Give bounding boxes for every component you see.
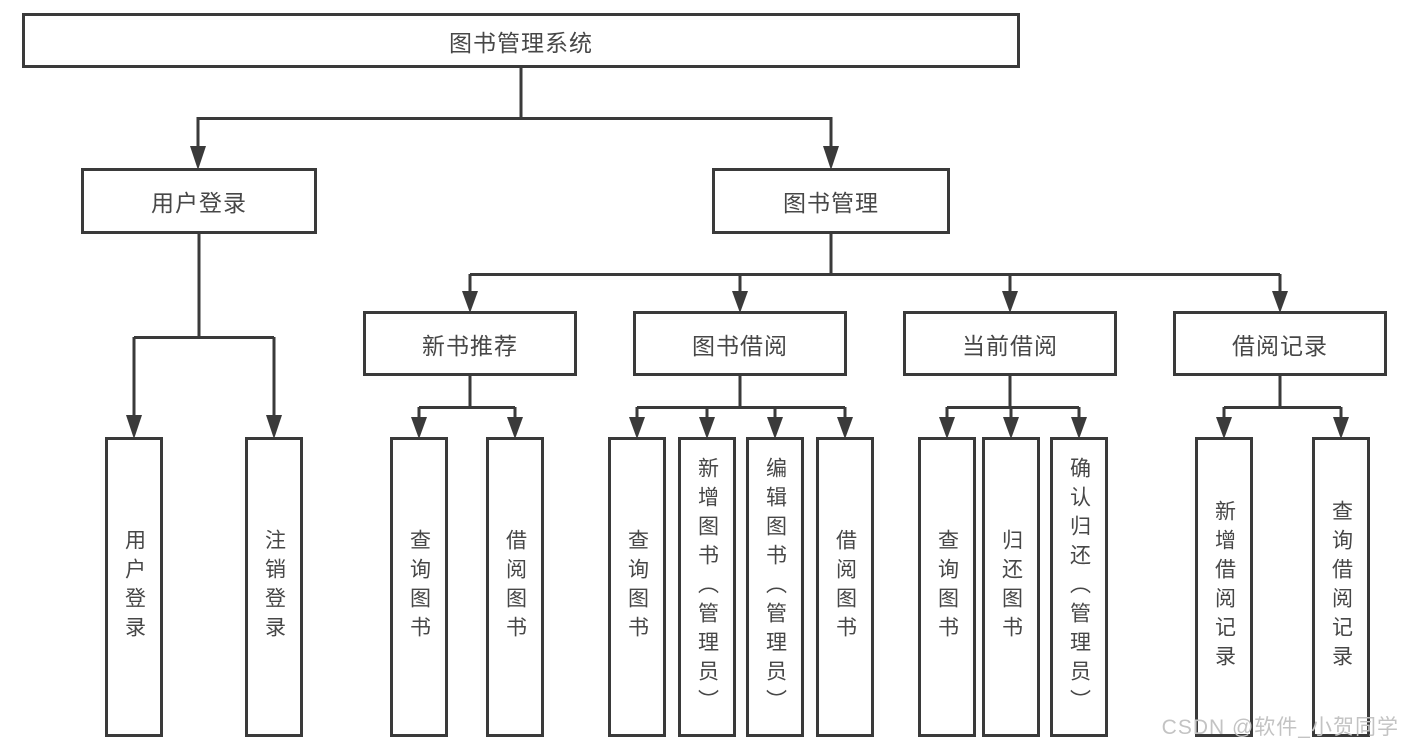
- leaf-return-books: 归还图书: [982, 437, 1040, 737]
- node-label: 注销登录: [262, 529, 286, 645]
- node-label: 图书管理系统: [449, 29, 593, 56]
- leaf-borrow-books-1: 借阅图书: [486, 437, 544, 737]
- connector-new-books-to-leaves: [411, 374, 523, 439]
- node-label: 图书管理: [783, 190, 879, 216]
- node-label: 查询图书: [935, 529, 959, 645]
- node-book-borrowing: 图书借阅: [633, 311, 847, 376]
- node-label: 归还图书: [999, 529, 1023, 645]
- connector-user-login-to-leaves: [126, 231, 282, 439]
- node-label: 查询图书: [407, 529, 431, 645]
- connector-current-borrow-to-leaves: [939, 374, 1087, 439]
- node-label: 查询图书: [625, 529, 649, 645]
- node-current-borrowing: 当前借阅: [903, 311, 1117, 376]
- node-borrowing-records: 借阅记录: [1173, 311, 1387, 376]
- node-label: 新增图书（管理员）: [695, 456, 719, 718]
- node-label: 用户登录: [151, 190, 247, 216]
- node-label: 确认归还（管理员）: [1067, 456, 1091, 718]
- connector-book-mgmt-to-level2: [462, 232, 1288, 313]
- leaf-user-login: 用户登录: [105, 437, 163, 737]
- node-label: 当前借阅: [962, 332, 1058, 359]
- leaf-borrow-books-2: 借阅图书: [816, 437, 874, 737]
- node-user-login: 用户登录: [81, 168, 317, 234]
- leaf-logout: 注销登录: [245, 437, 303, 737]
- node-label: 图书借阅: [692, 332, 788, 359]
- leaf-query-borrow-record: 查询借阅记录: [1312, 437, 1370, 737]
- connector-borrow-records-to-leaves: [1216, 374, 1349, 439]
- node-label: 编辑图书（管理员）: [763, 456, 787, 718]
- node-label: 查询借阅记录: [1329, 500, 1353, 674]
- leaf-query-books-3: 查询图书: [918, 437, 976, 737]
- leaf-add-borrow-record: 新增借阅记录: [1195, 437, 1253, 737]
- csdn-watermark: CSDN @软件_小贺同学: [1161, 716, 1399, 739]
- connector-book-borrow-to-leaves: [629, 374, 853, 439]
- node-label: 借阅图书: [503, 529, 527, 645]
- leaf-add-books-admin: 新增图书（管理员）: [678, 437, 736, 737]
- leaf-query-books-1: 查询图书: [390, 437, 448, 737]
- node-book-management: 图书管理: [712, 168, 950, 234]
- leaf-confirm-return-admin: 确认归还（管理员）: [1050, 437, 1108, 737]
- node-label: 借阅记录: [1232, 332, 1328, 359]
- node-new-book-recommend: 新书推荐: [363, 311, 577, 376]
- node-label: 新书推荐: [422, 332, 518, 359]
- node-label: 用户登录: [122, 529, 146, 645]
- node-label: 借阅图书: [833, 529, 857, 645]
- node-label: 新增借阅记录: [1212, 500, 1236, 674]
- leaf-query-books-2: 查询图书: [608, 437, 666, 737]
- connector-root-to-level1: [190, 66, 839, 170]
- leaf-edit-books-admin: 编辑图书（管理员）: [746, 437, 804, 737]
- node-library-management-system: 图书管理系统: [22, 13, 1020, 68]
